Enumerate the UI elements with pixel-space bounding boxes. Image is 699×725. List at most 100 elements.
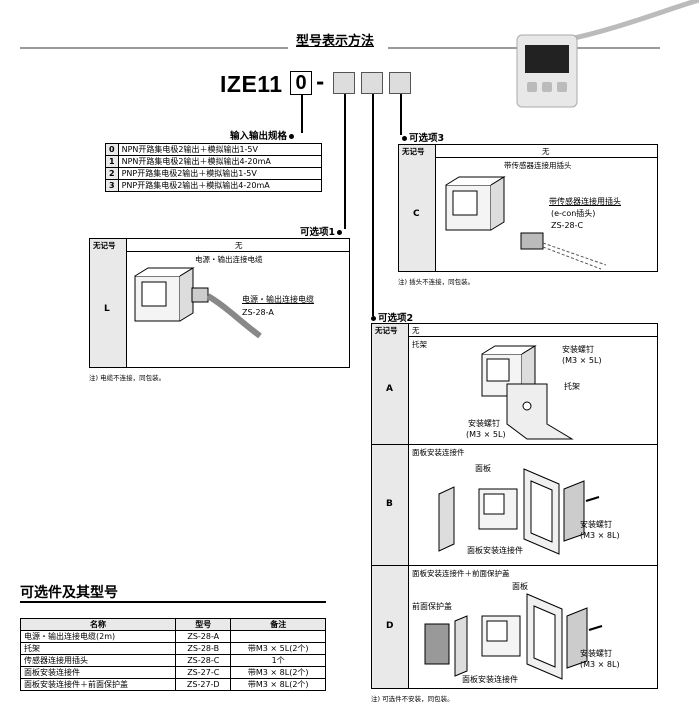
page-title: 型号表示方法 (296, 34, 375, 49)
leader-opt2 (372, 94, 374, 316)
options-table-header: 型号 (175, 618, 232, 631)
option3-header-left: 无记号 (402, 147, 425, 156)
option2-row-a-tag5: (M3 × 5L) (466, 430, 506, 439)
option2-row-d-code: D (386, 621, 394, 631)
option1-note: 注) 电缆不连接，同包装。 (89, 374, 166, 382)
leader-opt1 (344, 94, 346, 229)
bullet-icon (337, 230, 343, 235)
option2-row-divider (372, 444, 657, 445)
option3-part-no: ZS-28-C (551, 221, 584, 230)
option2-row-b-desc: 面板安装连接件 (412, 448, 465, 457)
header-rule-left (20, 47, 288, 49)
option2-panel: 无记号 无 A 托架 安装螺钉 (M3 × 5L) 托架 安装螺钉 (M3 × … (371, 323, 658, 689)
option2-row-a-tag4: 安装螺钉 (468, 419, 500, 428)
model-prefix: IZE11 (220, 71, 283, 97)
io-spec-text: PNP开路集电极2输出＋模拟输出1-5V (117, 167, 322, 180)
product-photo (516, 0, 699, 108)
option1-box (333, 72, 355, 94)
options-table-cell: 传感器连接用插头 (19, 654, 177, 667)
options-table-cell: ZS-27-C (175, 666, 232, 679)
option2-row-d-tag1: 面板 (512, 582, 528, 591)
bullet-icon (371, 316, 376, 321)
option2-row-a-tag3: 托架 (564, 382, 580, 391)
option3-header-right: 无 (542, 147, 550, 156)
option2-row-d-tag3: 安装螺钉 (580, 649, 612, 658)
option2-box (361, 72, 383, 94)
options-table-cell: 1个 (230, 654, 326, 667)
option2-note: 注) 可选件不安装，同包装。 (371, 695, 454, 703)
options-table-cell: 带M3 × 8L(2个) (230, 666, 326, 679)
model-code-box: 0 (290, 71, 312, 95)
io-spec-label: 输入输出规格 (230, 128, 296, 142)
options-table-header: 备注 (230, 618, 326, 631)
option3-panel: 无记号 无 C 带传感器连接用插头 带传感器连接用插头 (e-con插头) ZS… (398, 144, 658, 272)
options-table-header: 名称 (19, 618, 177, 631)
option2-row-b-tag4: 面板安装连接件 (467, 546, 523, 555)
option2-row-d-tag4: (M3 × 8L) (580, 660, 620, 669)
model-dash: - (316, 70, 325, 94)
io-spec-text: NPN开路集电极2输出＋模拟输出4-20mA (117, 155, 322, 168)
panel-mount-illustration (438, 468, 600, 555)
leader-opt3 (400, 94, 402, 135)
options-table-cell (230, 630, 326, 643)
option2-row-a-tag2: (M3 × 5L) (562, 356, 602, 365)
option2-header-right: 无 (412, 326, 420, 335)
panel-mount-cover-illustration (424, 593, 603, 680)
options-table-cell: ZS-28-B (175, 642, 232, 655)
bullet-icon (289, 134, 295, 139)
option2-code-column (372, 336, 409, 688)
option2-row-d-tag5: 面板安装连接件 (462, 675, 518, 684)
options-title-rule (20, 601, 326, 603)
option2-row-b-tag1: 面板 (475, 464, 491, 473)
option3-box (389, 72, 411, 94)
option2-row-a-code: A (386, 384, 393, 394)
option1-header-right: 无 (235, 241, 243, 250)
option1-label: 可选项1 (300, 224, 344, 238)
options-table-cell: ZS-27-D (175, 678, 232, 691)
option1-code-cell (90, 251, 127, 367)
option1-header-right-cell (126, 239, 349, 252)
option1-header-left: 无记号 (93, 241, 116, 250)
option2-row-b-tag3: (M3 × 8L) (580, 531, 620, 540)
option1-part-label: 电源・输出连接电缆 (242, 295, 314, 304)
options-table-cell: 电源・输出连接电缆(2m) (19, 630, 177, 643)
option1-code: L (104, 304, 110, 314)
option3-illustration (445, 176, 607, 270)
options-table-row: 电源・输出连接电缆(2m)ZS-28-A (19, 630, 326, 643)
option2-row-a-desc: 托架 (412, 340, 427, 349)
option3-code: C (413, 209, 420, 219)
options-table-cell: 面板安装连接件 (19, 666, 177, 679)
option2-label: 可选项2 (369, 310, 413, 324)
option2-row-d-desc: 面板安装连接件＋前面保护盖 (412, 569, 510, 578)
option2-row-b-code: B (386, 499, 393, 509)
option3-label: 可选项3 (400, 130, 444, 144)
io-spec-code: 0 (105, 143, 119, 156)
option3-desc: 带传感器连接用插头 (504, 161, 572, 170)
io-spec-text: NPN开路集电极2输出＋模拟输出1-5V (117, 143, 322, 156)
option2-row-divider (372, 565, 657, 566)
option3-part-label1: 带传感器连接用插头 (549, 197, 621, 206)
options-table-cell: 托架 (19, 642, 177, 655)
option2-row-b-tag2: 安装螺钉 (580, 520, 612, 529)
option1-illustration (134, 267, 262, 339)
options-table-cell: ZS-28-C (175, 654, 232, 667)
option2-row-a-tag1: 安装螺钉 (562, 345, 594, 354)
options-table-cell: ZS-28-A (175, 630, 232, 643)
options-table-cell: 带M3 × 8L(2个) (230, 678, 326, 691)
options-table-cell: 带M3 × 5L(2个) (230, 642, 326, 655)
option3-code-cell (399, 157, 436, 271)
option2-row-d-tag2: 前面保护盖 (412, 602, 452, 611)
option1-panel: 无记号 无 L 电源・输出连接电缆 电源・输出连接电缆 ZS-28-A (89, 238, 350, 368)
leader-io (301, 95, 303, 133)
option1-part-no: ZS-28-A (242, 308, 274, 317)
io-spec-code: 1 (105, 155, 119, 168)
